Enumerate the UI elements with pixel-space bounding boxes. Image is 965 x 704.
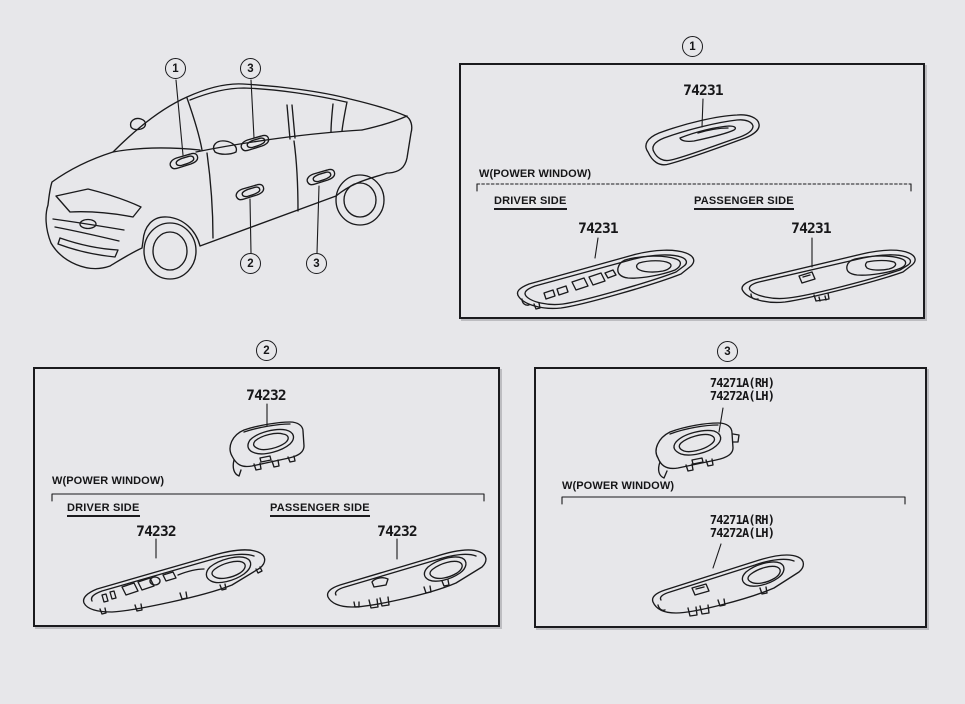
part-number[interactable]: 74231 <box>683 83 723 99</box>
part-number-pair[interactable]: 74271A(RH) 74272A(LH) <box>672 377 812 403</box>
passenger-side-label: PASSENGER SIDE <box>270 502 370 517</box>
car-callout-2[interactable]: 2 <box>240 253 261 274</box>
part-number[interactable]: 74232 <box>136 524 176 540</box>
driver-side-label: DRIVER SIDE <box>67 502 140 517</box>
power-window-note: W(POWER WINDOW) <box>52 475 165 487</box>
power-window-note: W(POWER WINDOW) <box>562 480 675 492</box>
passenger-side-label: PASSENGER SIDE <box>694 195 794 210</box>
car-callout-3-bottom[interactable]: 3 <box>306 253 327 274</box>
section-1-badge[interactable]: 1 <box>682 36 703 57</box>
door-bezel-front-lower <box>234 183 266 201</box>
section-2-box <box>33 367 500 627</box>
part-number-lh[interactable]: 74272A(LH) <box>709 526 775 540</box>
driver-side-label: DRIVER SIDE <box>494 195 567 210</box>
part-number[interactable]: 74232 <box>377 524 417 540</box>
part-number[interactable]: 74231 <box>791 221 831 237</box>
part-number[interactable]: 74231 <box>578 221 618 237</box>
section-3-box <box>534 367 927 628</box>
section-3-badge[interactable]: 3 <box>717 341 738 362</box>
part-number-rh[interactable]: 74271A(RH) <box>709 376 775 390</box>
section-1-box <box>459 63 925 319</box>
section-2-badge[interactable]: 2 <box>256 340 277 361</box>
part-number-rh[interactable]: 74271A(RH) <box>709 513 775 527</box>
door-bezel-front-upper <box>168 152 200 170</box>
door-bezel-rear-upper <box>239 134 271 152</box>
part-number[interactable]: 74232 <box>246 388 286 404</box>
power-window-note: W(POWER WINDOW) <box>479 168 592 180</box>
car-callout-1[interactable]: 1 <box>165 58 186 79</box>
car-callout-3-top[interactable]: 3 <box>240 58 261 79</box>
part-number-pair[interactable]: 74271A(RH) 74272A(LH) <box>672 514 812 540</box>
car-illustration <box>45 83 413 280</box>
part-number-lh[interactable]: 74272A(LH) <box>709 389 775 403</box>
door-bezel-rear-lower <box>305 168 337 186</box>
